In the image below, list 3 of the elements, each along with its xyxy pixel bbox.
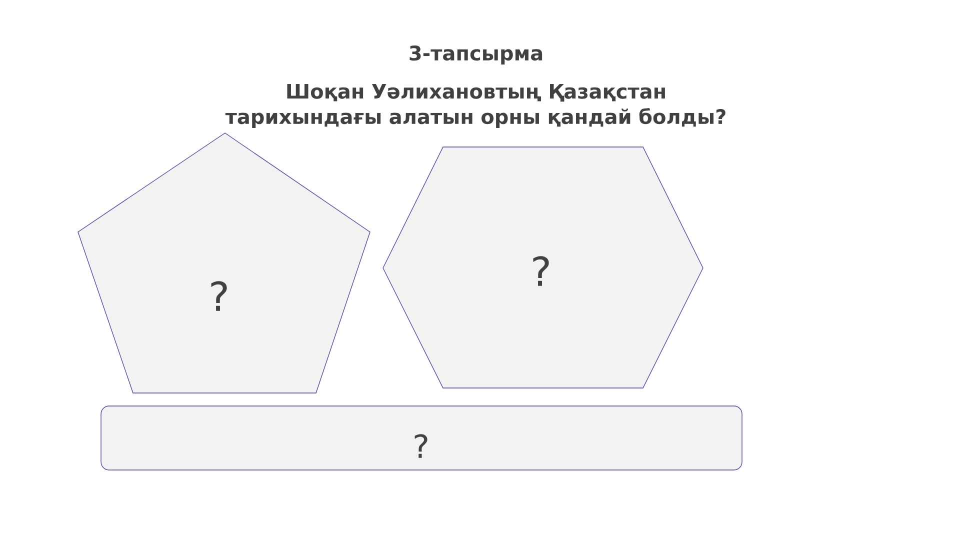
title: 3-тапсырма bbox=[410, 46, 542, 64]
question-text: Шоқан Уәлихановтың Қазақстан тарихындағы алатын орны қандай болды? bbox=[225, 84, 726, 128]
rounded-box: ? bbox=[100, 406, 742, 470]
